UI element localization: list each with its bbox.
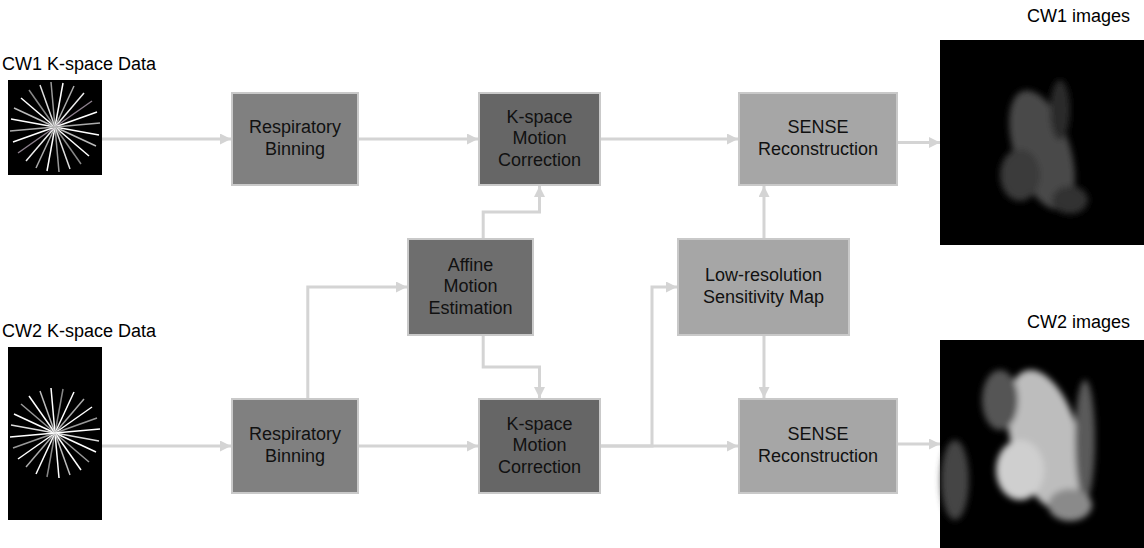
process-box: Low-resolution Sensitivity Map (677, 238, 850, 336)
box-label: SENSE Reconstruction (748, 424, 888, 467)
image-panel: CW1 K-space Data (8, 80, 102, 175)
box-label: SENSE Reconstruction (748, 117, 888, 160)
process-box: K-space Motion Correction (478, 398, 601, 494)
box-label: Low-resolution Sensitivity Map (701, 265, 826, 308)
process-box: Respiratory Binning (231, 398, 359, 494)
panel-title: CW2 images (1027, 312, 1130, 334)
connector-arrow (601, 287, 677, 446)
connector-arrow (102, 138, 231, 141)
kspace-spokes (8, 347, 102, 520)
box-label: Respiratory Binning (240, 424, 350, 467)
connector-arrow (763, 186, 766, 238)
connector-arrow (601, 138, 738, 141)
image-panel: CW1 images (940, 40, 1144, 245)
panel-title: CW1 images (1027, 6, 1130, 28)
box-label: K-space Motion Correction (487, 414, 592, 479)
mr-image (940, 340, 1144, 548)
connector-arrow (308, 287, 407, 398)
process-box: K-space Motion Correction (478, 92, 601, 186)
process-box: SENSE Reconstruction (738, 92, 898, 186)
kspace-spokes (8, 80, 102, 175)
panel-title: CW2 K-space Data (2, 321, 156, 343)
connector-arrow (359, 138, 478, 141)
image-panel: CW2 K-space Data (8, 347, 102, 520)
connector-arrow (483, 186, 539, 238)
image-panel: CW2 images (940, 340, 1144, 548)
box-label: K-space Motion Correction (487, 107, 592, 172)
connector-arrow (898, 443, 940, 446)
box-label: Affine Motion Estimation (421, 255, 521, 320)
connector-arrow (102, 445, 231, 448)
connector-arrow (763, 336, 766, 398)
connector-arrow (359, 445, 478, 448)
connector-arrow (483, 336, 539, 398)
panel-title: CW1 K-space Data (2, 54, 156, 76)
connector-arrow (898, 141, 940, 144)
process-box: Affine Motion Estimation (407, 238, 534, 336)
box-label: Respiratory Binning (240, 117, 350, 160)
process-box: SENSE Reconstruction (738, 398, 898, 494)
mr-image (940, 40, 1144, 245)
process-box: Respiratory Binning (231, 92, 359, 186)
